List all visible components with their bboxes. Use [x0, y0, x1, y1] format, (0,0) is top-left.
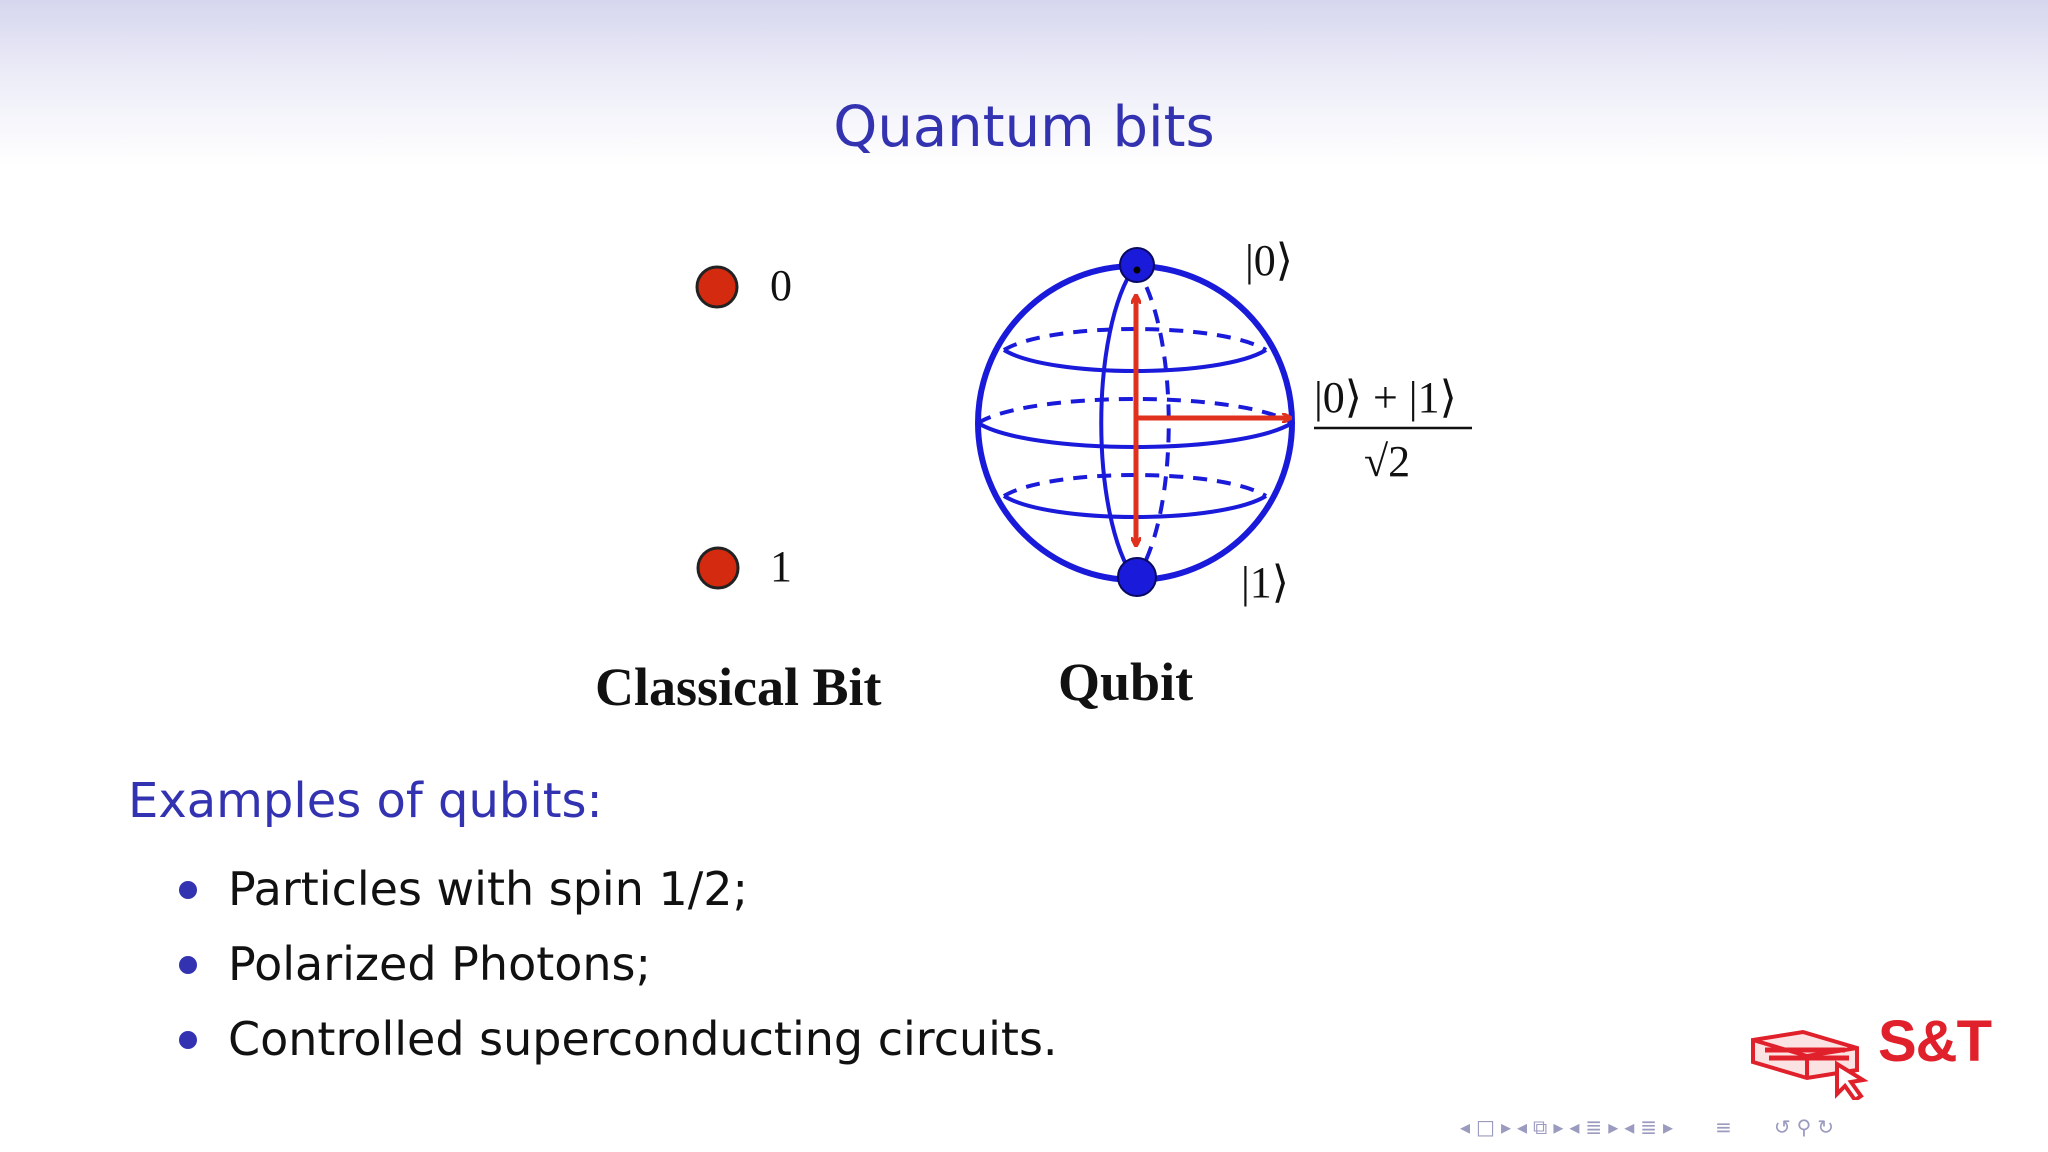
- bullet-icon: [179, 881, 197, 899]
- pole-top-center: [1133, 266, 1141, 274]
- nav-section-icon[interactable]: ≣: [1585, 1115, 1603, 1139]
- header-band: [0, 0, 2048, 165]
- list-item: Particles with spin 1/2;: [176, 852, 1058, 927]
- bullet-icon: [179, 956, 197, 974]
- nav-next-frame-icon[interactable]: ▸: [1500, 1115, 1511, 1139]
- examples-heading: Examples of qubits:: [128, 773, 603, 829]
- nav-back-icon[interactable]: ↺: [1773, 1115, 1791, 1139]
- nav-prev-part-icon[interactable]: ◂: [1624, 1115, 1635, 1139]
- nav-next-section-icon[interactable]: ▸: [1608, 1115, 1619, 1139]
- examples-list: Particles with spin 1/2; Polarized Photo…: [176, 852, 1058, 1077]
- nav-prev-section-icon[interactable]: ◂: [1569, 1115, 1580, 1139]
- nav-appendix-icon[interactable]: ≡: [1715, 1115, 1732, 1139]
- classical-bit-label: Classical Bit: [595, 657, 882, 717]
- pole-top: [1119, 247, 1155, 283]
- classical-label-1: 1: [770, 542, 792, 591]
- list-item: Controlled superconducting circuits.: [176, 1002, 1058, 1077]
- classical-dot-1: [696, 546, 740, 590]
- nav-search-icon[interactable]: ⚲: [1796, 1115, 1812, 1139]
- state-arrows: [1136, 296, 1290, 545]
- superposition-denominator: √2: [1364, 437, 1410, 486]
- beamer-navigation: ◂ □ ▸ ◂ ⧉ ▸ ◂ ≣ ▸ ◂ ≣ ▸ ≡ ↺ ⚲ ↻: [1460, 1112, 2040, 1142]
- list-item-text: Particles with spin 1/2;: [228, 862, 749, 916]
- list-item-text: Controlled superconducting circuits.: [228, 1012, 1058, 1066]
- list-item-text: Polarized Photons;: [228, 937, 652, 991]
- list-item: Polarized Photons;: [176, 927, 1058, 1002]
- classical-label-0: 0: [770, 261, 792, 310]
- nav-prev-frame-icon[interactable]: ◂: [1460, 1115, 1471, 1139]
- superposition-numerator: |0⟩ + |1⟩: [1314, 373, 1457, 422]
- nav-subsection-icon[interactable]: ⧉: [1533, 1115, 1548, 1139]
- nav-next-subsection-icon[interactable]: ▸: [1553, 1115, 1564, 1139]
- ket-0-label: |0⟩: [1245, 236, 1293, 285]
- slide-title: Quantum bits: [833, 95, 1215, 160]
- nav-prev-subsection-icon[interactable]: ◂: [1517, 1115, 1528, 1139]
- nav-frame-icon[interactable]: □: [1476, 1115, 1495, 1139]
- ket-1-label: |1⟩: [1241, 558, 1289, 607]
- nav-next-part-icon[interactable]: ▸: [1663, 1115, 1674, 1139]
- nav-part-icon[interactable]: ≣: [1640, 1115, 1658, 1139]
- logo-text: S&T: [1878, 1009, 1992, 1074]
- pole-bottom: [1117, 557, 1157, 597]
- nav-forward-icon[interactable]: ↻: [1817, 1115, 1835, 1139]
- bullet-icon: [179, 1031, 197, 1049]
- qubit-label: Qubit: [1058, 652, 1193, 712]
- st-logo-icon: [1751, 1029, 1869, 1100]
- classical-dot-0: [695, 265, 739, 309]
